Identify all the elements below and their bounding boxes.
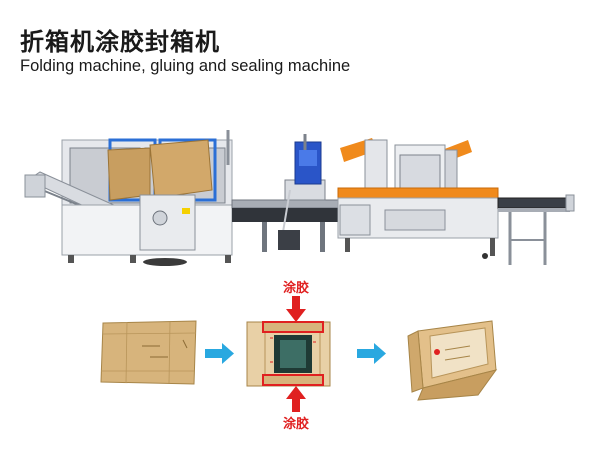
glue-arrow-down-icon <box>286 296 306 322</box>
page-subtitle: Folding machine, gluing and sealing mach… <box>20 57 351 75</box>
machine-line <box>24 130 575 266</box>
glue-label-top: 涂胶 <box>283 281 310 296</box>
folded-box <box>246 321 331 387</box>
arrow-right-icon <box>205 343 234 364</box>
sealing-machine <box>337 138 575 265</box>
glue-label-bottom: 涂胶 <box>283 417 310 432</box>
page-title: 折箱机涂胶封箱机 <box>20 28 220 56</box>
folding-machine <box>24 130 233 266</box>
flat-cardboard-blank <box>100 320 197 385</box>
arrow-right-icon <box>357 343 386 364</box>
sealed-box <box>407 320 498 401</box>
glue-arrow-up-icon <box>286 386 306 412</box>
gluing-unit <box>231 134 343 252</box>
